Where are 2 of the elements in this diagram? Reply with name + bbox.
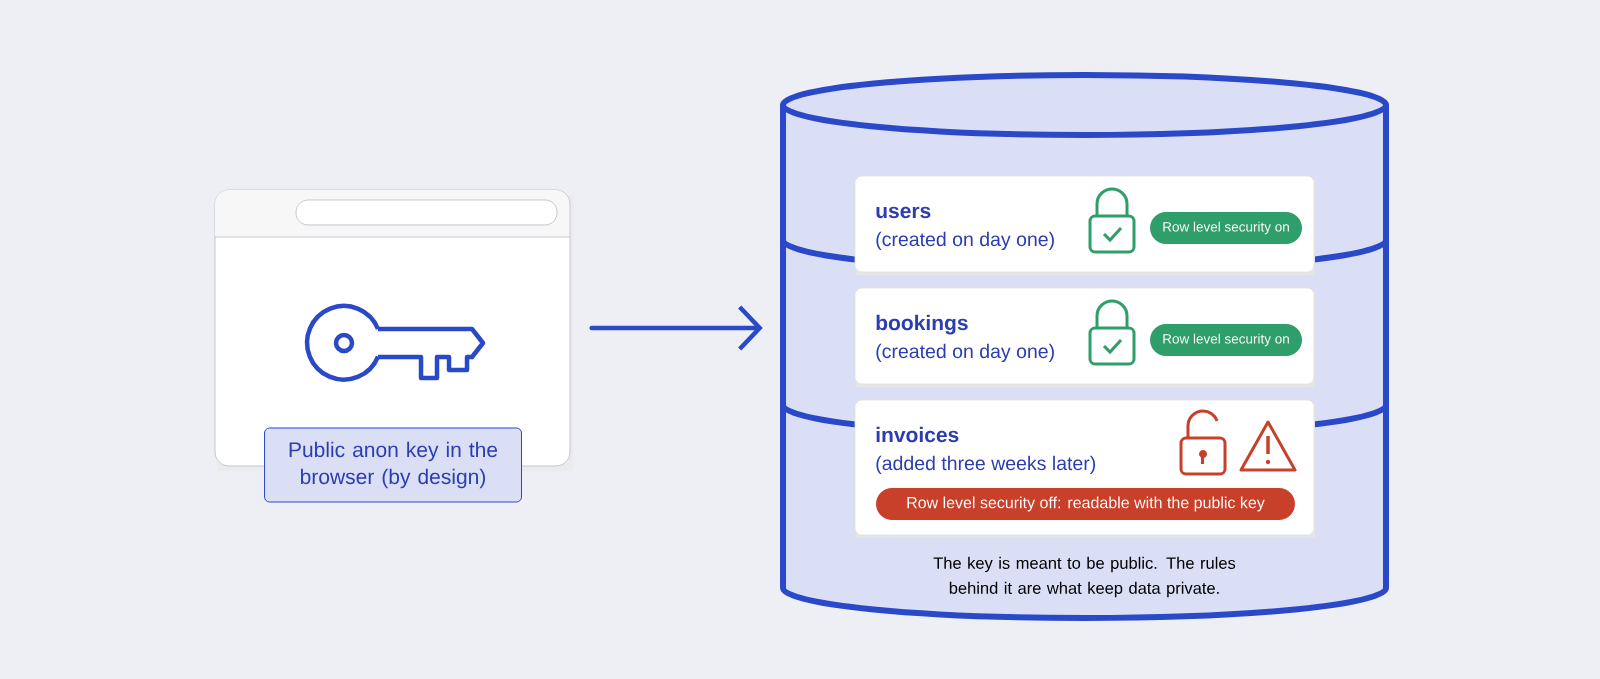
arrow	[589, 305, 763, 351]
caption-box: Public anon key in the browser (by design)	[264, 427, 522, 503]
